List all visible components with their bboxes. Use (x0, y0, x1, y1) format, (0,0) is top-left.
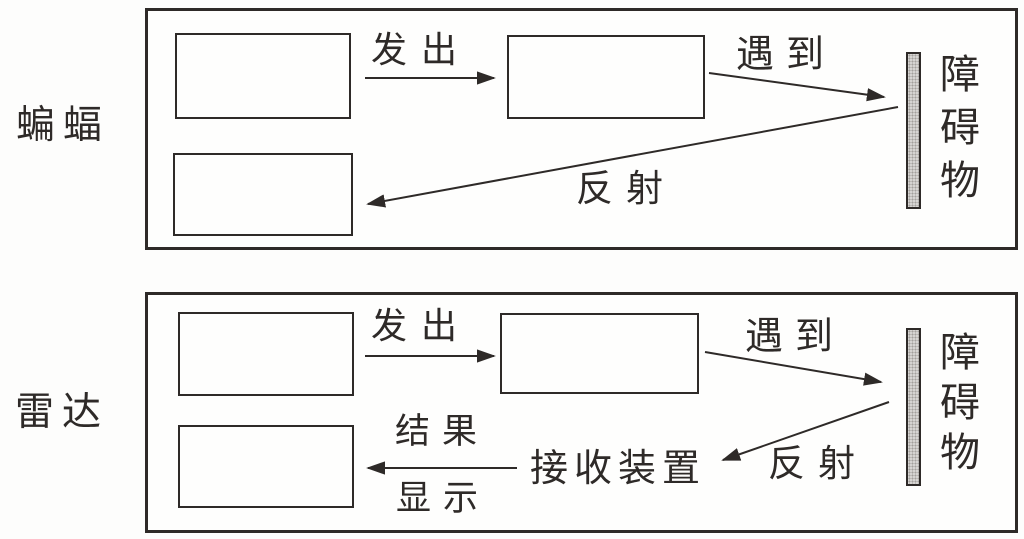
radar-blank-box-return (178, 425, 354, 508)
radar-receiver-label: 接收装置 (529, 448, 707, 490)
radar-result-label: 结果 (394, 412, 490, 451)
radar-obstacle-bar (906, 328, 921, 486)
bat-reflect-label: 反射 (576, 169, 676, 210)
radar-obstacle-label: 障碍物 (934, 331, 979, 481)
bat-side-label: 蝙蝠 (15, 104, 111, 147)
bat-encounter-label: 遇到 (735, 34, 837, 76)
radar-blank-box-wave (500, 313, 699, 394)
radar-emit-label: 发出 (370, 306, 472, 346)
bat-blank-box-return (173, 153, 353, 236)
radar-side-label: 雷达 (14, 391, 110, 434)
bat-obstacle-bar (906, 52, 921, 209)
bat-blank-box-source (175, 33, 351, 119)
bat-blank-box-wave (507, 35, 705, 119)
radar-encounter-label: 遇到 (744, 316, 846, 358)
radar-blank-box-source (178, 312, 354, 396)
radar-reflect-label: 反射 (768, 444, 868, 485)
bat-obstacle-label: 障碍物 (934, 53, 979, 212)
bat-emit-label: 发出 (370, 30, 472, 70)
radar-display-label: 显示 (395, 479, 491, 518)
